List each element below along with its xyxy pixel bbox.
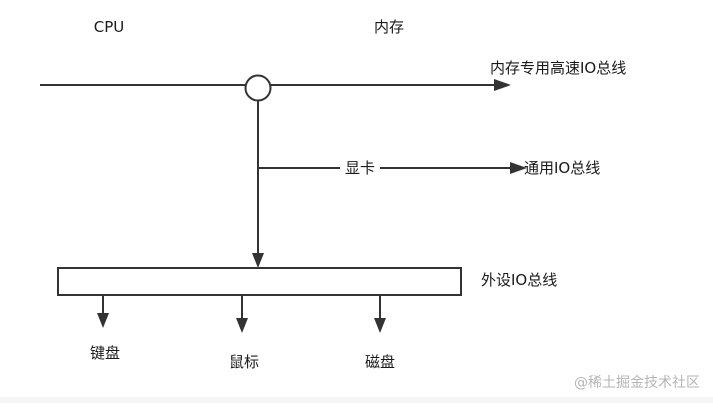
trunk-arrowhead <box>252 253 264 268</box>
disk-label: 磁盘 <box>365 353 395 371</box>
general-bus-label: 通用IO总线 <box>524 159 600 177</box>
watermark-text: @稀土掘金技术社区 <box>574 375 700 391</box>
mouse-label: 鼠标 <box>229 353 259 371</box>
graphics-card-label: 显卡 <box>345 159 375 177</box>
memory-bus-arrowhead <box>494 79 511 91</box>
peripheral-bus-box <box>57 267 462 296</box>
cpu-label: CPU <box>94 18 125 36</box>
memory-bus-label: 内存专用高速IO总线 <box>490 59 626 77</box>
mouse-arrowhead <box>236 318 248 333</box>
keyboard-arrowhead <box>97 313 109 328</box>
bottom-strip <box>0 397 713 403</box>
memory-label: 内存 <box>374 18 404 36</box>
disk-arrowhead <box>374 318 386 333</box>
general-bus-arrowhead <box>510 162 527 174</box>
peripheral-bus-label: 外设IO总线 <box>481 271 557 289</box>
keyboard-label: 键盘 <box>90 344 120 362</box>
bus-junction-circle <box>244 74 272 102</box>
